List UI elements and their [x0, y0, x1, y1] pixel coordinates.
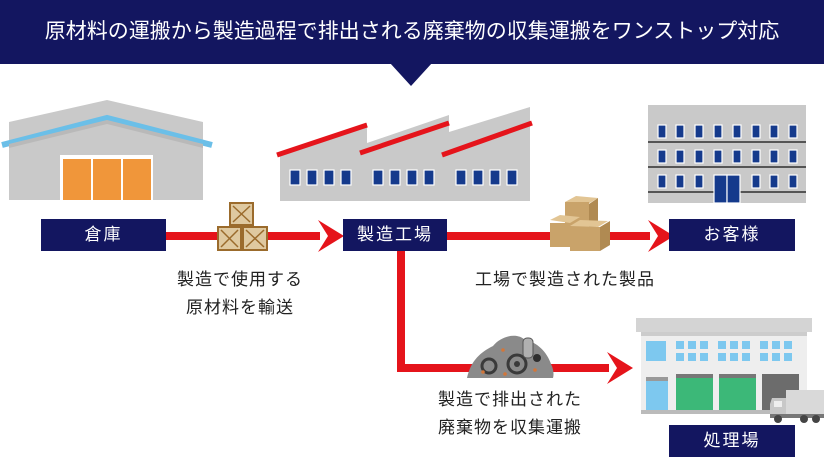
- caption-raw-material: 製造で使用する 原材料を輸送: [150, 266, 330, 322]
- flow-line-factory-to-customer: [445, 232, 650, 240]
- factory-building-icon: [276, 107, 533, 201]
- caption-product-text: 工場で製造された製品: [475, 270, 655, 290]
- warehouse-building-icon: [1, 100, 213, 200]
- office-building-icon: [648, 105, 806, 204]
- caption-raw-material-line1: 製造で使用する: [177, 270, 303, 290]
- arrowhead-to-disposal: [607, 352, 633, 384]
- caption-waste-line1: 製造で排出された: [438, 390, 582, 410]
- arrowhead-to-factory: [318, 220, 344, 252]
- caption-waste: 製造で排出された 廃棄物を収集運搬: [410, 386, 610, 442]
- cardboard-boxes-icon: [550, 196, 610, 251]
- truck-icon: [770, 390, 824, 423]
- node-disposal: 処理場: [669, 425, 795, 457]
- banner-title: 原材料の運搬から製造過程で排出される廃棄物の収集運搬をワンストップ対応: [44, 19, 780, 43]
- header-banner: [0, 0, 824, 64]
- node-customer-label: お客様: [703, 225, 761, 245]
- wooden-crates-icon: [217, 202, 268, 251]
- node-factory-label: 製造工場: [357, 225, 433, 245]
- node-warehouse-label: 倉庫: [84, 225, 123, 245]
- caption-waste-line2: 廃棄物を収集運搬: [438, 418, 582, 438]
- node-customer: お客様: [669, 219, 795, 251]
- node-disposal-label: 処理場: [703, 431, 761, 451]
- node-warehouse: 倉庫: [41, 219, 166, 251]
- banner-pointer: [390, 63, 432, 86]
- caption-product: 工場で製造された製品: [440, 266, 690, 294]
- flow-line-factory-down: [397, 250, 405, 372]
- node-factory: 製造工場: [343, 219, 447, 251]
- caption-raw-material-line2: 原材料を輸送: [186, 298, 294, 318]
- scrap-pile-icon: [467, 335, 554, 378]
- arrowhead-to-customer: [648, 220, 674, 252]
